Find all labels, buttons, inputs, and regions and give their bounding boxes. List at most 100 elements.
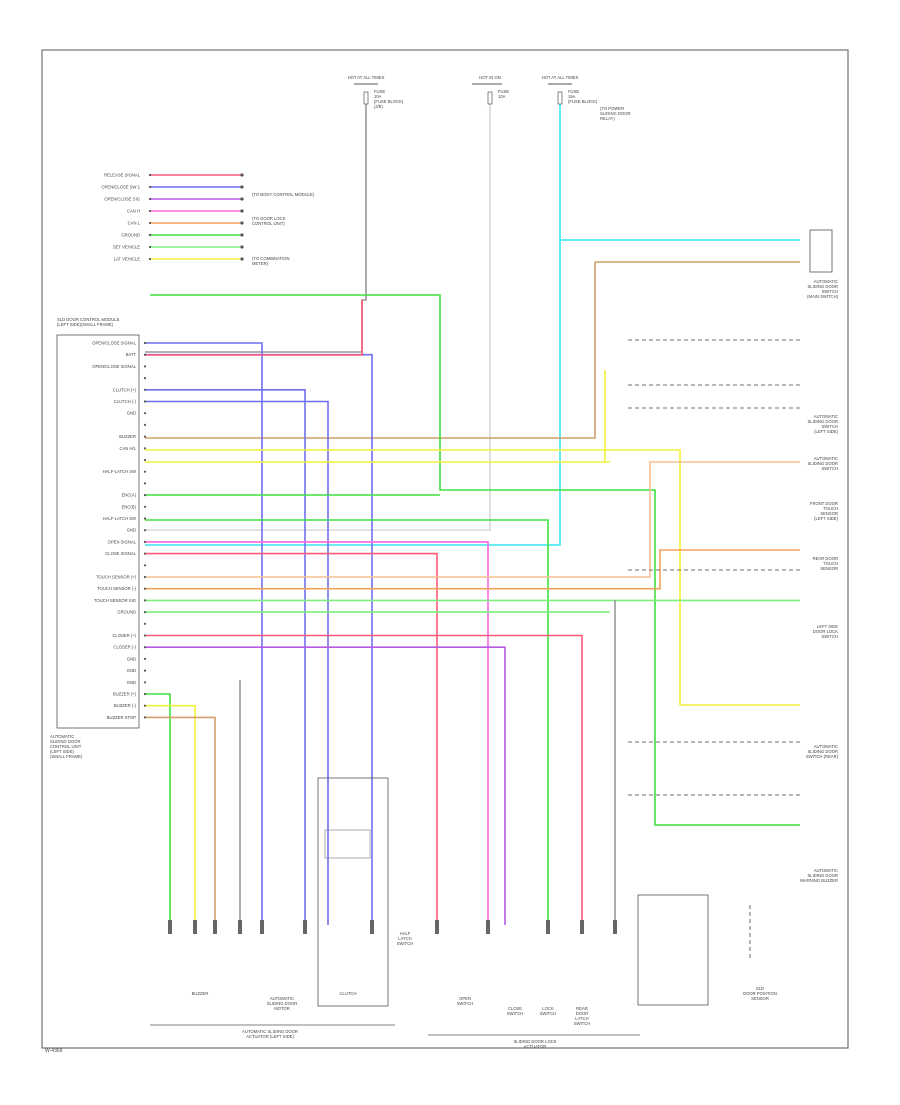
bottom-component-label: MOTOR xyxy=(274,1006,290,1011)
wire-clutch xyxy=(145,353,373,925)
pin-terminal xyxy=(143,575,147,579)
right-component-label: TOUCH xyxy=(823,561,838,566)
pin-terminal xyxy=(143,412,147,415)
top-left-wire-end xyxy=(240,209,244,213)
wire-buzzer-plus xyxy=(145,693,171,925)
fuse-note: RELAY) xyxy=(600,116,615,121)
pin-terminal xyxy=(143,669,147,672)
wire-touch-plus xyxy=(145,461,800,578)
top-pin-label: OPEN/CLOSE SW 1 xyxy=(101,185,140,190)
wire-buzzer-minus xyxy=(145,704,196,925)
right-component-label: SWITCH xyxy=(821,634,838,639)
pin-label: CLOSER (+) xyxy=(112,633,136,638)
pin-label: BUZZER (-) xyxy=(114,703,137,708)
wire-tan-down xyxy=(145,262,596,439)
fuse-block-name: HOT IN ON xyxy=(479,75,501,80)
bottom-component-label: CLUTCH xyxy=(340,991,357,996)
bottom-component-label: SWITCH xyxy=(507,1011,524,1016)
pin-terminal xyxy=(143,447,147,450)
terminal-stub xyxy=(260,920,264,934)
terminal-stub xyxy=(238,920,242,934)
right-component-label: SLIDING DOOR xyxy=(808,419,838,424)
bracket-label-right: ACTUATOR xyxy=(524,1044,547,1049)
note-bcm: (TO BODY CONTROL MODULE) xyxy=(252,192,315,197)
bottom-component-label: DOOR xyxy=(576,1011,589,1016)
control-unit-title: AUTOMATIC xyxy=(50,734,74,739)
right-component-label: SENSOR xyxy=(820,566,838,571)
pin-terminal xyxy=(143,377,147,380)
fuse-note: SLIDING DOOR xyxy=(600,111,630,116)
control-unit-subtitle: SLD DOOR CONTROL MODULE xyxy=(57,317,120,322)
bracket-label-left: ACTUATOR (LEFT SIDE) xyxy=(246,1034,294,1039)
fuse-icon xyxy=(487,91,493,105)
control-unit-subtitle: (LEFT SIDE)(SMALL FRAME) xyxy=(57,322,114,327)
top-left-wire-end xyxy=(240,233,244,237)
pin-label: ENC(B) xyxy=(122,504,137,509)
fuse-desc: 10A xyxy=(374,94,382,99)
bottom-component-label: LATCH xyxy=(575,1016,588,1021)
top-pin-terminal xyxy=(148,233,152,237)
bracket-label-right: SLIDING DOOR LOCK xyxy=(513,1039,556,1044)
terminal-stub xyxy=(546,920,550,934)
top-left-wire-end xyxy=(240,185,244,189)
wire-motor xyxy=(145,388,306,925)
terminal-stub xyxy=(580,920,584,934)
clutch-inner xyxy=(324,829,371,859)
top-left-wire-end xyxy=(240,245,244,249)
right-component-label: AUTOMATIC xyxy=(814,744,838,749)
wire-open-close xyxy=(145,300,363,356)
top-pin-label: LAT VEHICLE xyxy=(114,257,141,262)
top-left-wire-end xyxy=(240,173,244,177)
pin-terminal xyxy=(143,458,147,462)
pin-terminal xyxy=(143,704,147,707)
pin-label: OPEN SIGNAL xyxy=(108,539,137,544)
right-component-label: TOUCH xyxy=(823,506,838,511)
control-unit-title: (LEFT SIDE) xyxy=(50,749,74,754)
note-door-lock: CONTROL UNIT) xyxy=(252,221,285,226)
bottom-component-label: OPEN xyxy=(459,996,471,1001)
bottom-component-label: REAR xyxy=(576,1006,588,1011)
terminal-stub xyxy=(613,920,617,934)
terminal-stub xyxy=(303,920,307,934)
fuse-desc: 15A xyxy=(568,94,576,99)
top-left-wire-end xyxy=(240,221,244,225)
bottom-component-label: SLIDING DOOR xyxy=(267,1001,297,1006)
bottom-component-label: LATCH xyxy=(398,936,411,941)
wire-green-main xyxy=(150,294,800,826)
pin-terminal xyxy=(143,692,147,696)
pin-terminal xyxy=(143,365,147,368)
bottom-component-label: SENSOR xyxy=(751,996,769,1001)
pin-label: GND xyxy=(127,528,136,533)
terminal-stub xyxy=(370,920,374,934)
pin-label: BUZZER STOP xyxy=(107,715,136,720)
pin-label: CLUTCH (+) xyxy=(113,387,137,392)
diagram-frame xyxy=(41,49,849,1049)
pin-label: CLUTCH (-) xyxy=(114,399,137,404)
pin-terminal xyxy=(143,681,147,684)
pin-label: GND xyxy=(127,668,136,673)
right-component-label: SWITCH (REAR) xyxy=(806,754,839,759)
top-pin-label: CAN H xyxy=(127,209,140,214)
pin-terminal xyxy=(143,646,147,649)
bracket-label-left: AUTOMATIC SLIDING DOOR xyxy=(242,1029,298,1034)
note-meter: METER) xyxy=(252,261,269,266)
top-pin-label: RELEASE SIGNAL xyxy=(104,173,141,178)
pin-label: GND xyxy=(127,411,136,416)
pin-label: TOUCH SENSOR (-) xyxy=(97,586,137,591)
pin-label: HALF-LATCH SW xyxy=(103,469,136,474)
pin-label: HALF-LATCH SW xyxy=(103,516,136,521)
right-component-label: (LEFT SIDE) xyxy=(814,516,838,521)
wire-motor xyxy=(145,400,329,925)
pin-terminal xyxy=(143,353,147,356)
pin-label: GROUND xyxy=(117,610,136,615)
right-component-label: SENSOR xyxy=(820,511,838,516)
pin-terminal xyxy=(143,540,147,544)
bottom-component-label: DOOR POSITION xyxy=(743,991,777,996)
top-left-wire-end xyxy=(240,197,244,201)
wire-layer xyxy=(145,104,800,960)
wire-closer-plus xyxy=(145,634,583,925)
bottom-component-label: SWITCH xyxy=(540,1011,557,1016)
top-pin-label: SET VEHICLE xyxy=(113,245,140,250)
pin-terminal xyxy=(143,470,147,473)
